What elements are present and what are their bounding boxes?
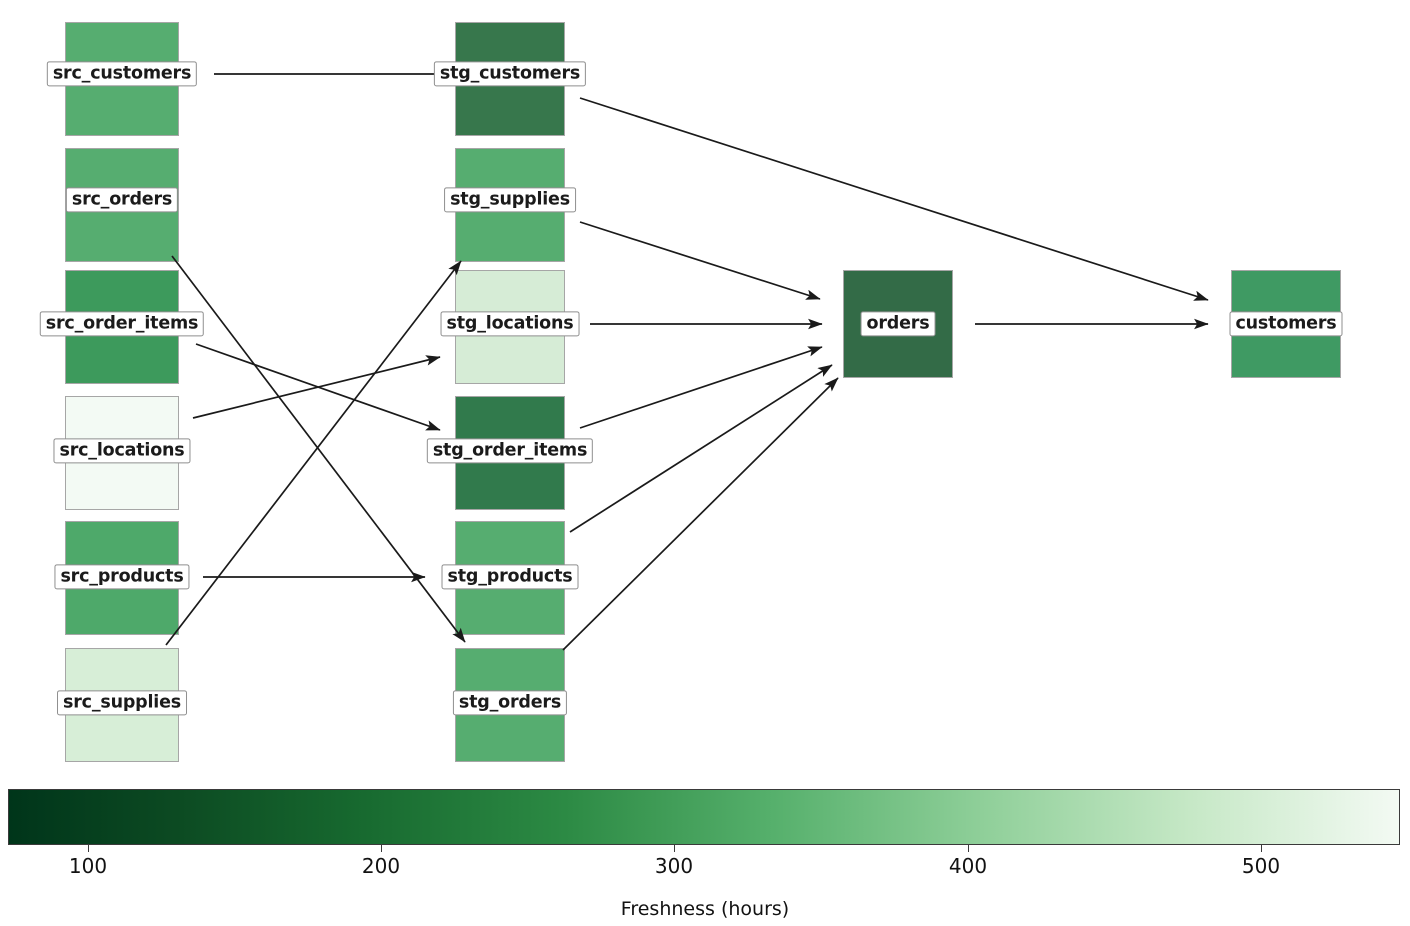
node-label-stg_products[interactable]: stg_products bbox=[441, 564, 579, 590]
edge-stg_order_items-to-orders bbox=[579, 346, 823, 429]
colorbar-tick-mark-200 bbox=[381, 845, 382, 852]
colorbar-axis-label: Freshness (hours) bbox=[620, 898, 790, 920]
node-label-stg_locations[interactable]: stg_locations bbox=[440, 311, 580, 337]
node-label-src_locations[interactable]: src_locations bbox=[53, 438, 191, 464]
node-label-stg_order_items[interactable]: stg_order_items bbox=[426, 438, 594, 464]
edge-stg_products-to-orders bbox=[569, 364, 833, 533]
node-label-stg_supplies[interactable]: stg_supplies bbox=[444, 187, 576, 213]
edge-stg_customers-to-customers bbox=[579, 97, 1209, 301]
colorbar-tick-label-200: 200 bbox=[361, 854, 401, 878]
colorbar-tick-mark-500 bbox=[1261, 845, 1262, 852]
node-label-stg_orders[interactable]: stg_orders bbox=[452, 690, 568, 716]
edge-src_locations-to-stg_locations bbox=[192, 355, 441, 419]
edge-stg_supplies-to-orders bbox=[579, 221, 821, 300]
node-label-src_supplies[interactable]: src_supplies bbox=[57, 690, 187, 716]
colorbar-tick-mark-100 bbox=[88, 845, 89, 852]
colorbar-tick-mark-300 bbox=[674, 845, 675, 852]
colorbar-tick-mark-400 bbox=[968, 845, 969, 852]
node-label-src_order_items[interactable]: src_order_items bbox=[39, 311, 205, 337]
edge-src_supplies-to-stg_supplies bbox=[165, 260, 462, 646]
node-label-src_products[interactable]: src_products bbox=[54, 564, 190, 590]
node-label-orders[interactable]: orders bbox=[860, 311, 936, 337]
colorbar[interactable] bbox=[8, 789, 1400, 845]
colorbar-gradient bbox=[9, 790, 1399, 844]
node-label-src_orders[interactable]: src_orders bbox=[65, 187, 179, 213]
colorbar-tick-label-100: 100 bbox=[68, 854, 108, 878]
colorbar-tick-label-300: 300 bbox=[654, 854, 694, 878]
colorbar-tick-label-400: 400 bbox=[948, 854, 988, 878]
node-label-customers[interactable]: customers bbox=[1229, 311, 1343, 337]
edge-stg_orders-to-orders bbox=[562, 377, 839, 651]
colorbar-tick-label-500: 500 bbox=[1241, 854, 1281, 878]
node-label-stg_customers[interactable]: stg_customers bbox=[433, 61, 587, 87]
node-label-src_customers[interactable]: src_customers bbox=[46, 61, 198, 87]
